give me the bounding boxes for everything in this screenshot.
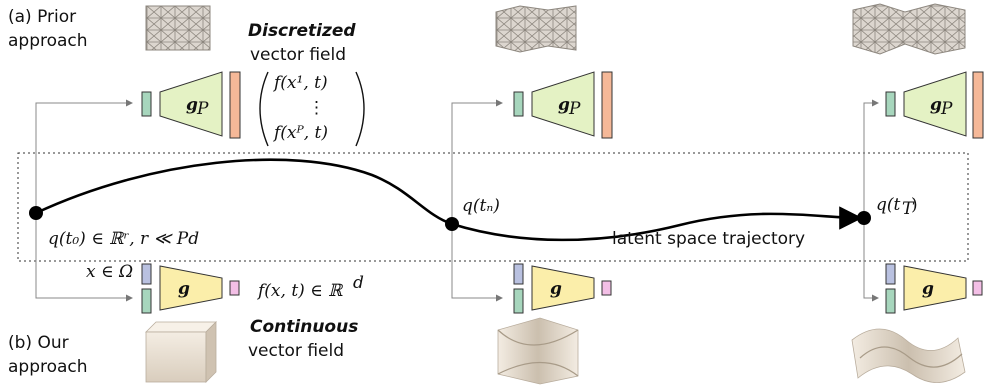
- decoder-label: g: [186, 95, 198, 115]
- connector-qn-ours: [451, 224, 503, 302]
- input-coord-box: [885, 263, 896, 285]
- latent-point-qn: [445, 217, 459, 231]
- connector-qT-prior: [863, 99, 879, 218]
- qT-label: q(t T ): [876, 195, 918, 219]
- svg-text:f(x, t) ∈ ℝ: f(x, t) ∈ ℝ: [256, 281, 344, 301]
- ours-decoder-tT: g: [885, 263, 983, 314]
- prior-approach-label-line2: approach: [8, 31, 88, 51]
- solid-shape-t0: [145, 321, 217, 383]
- output-value-box: [601, 280, 612, 296]
- prior-decoder-tT: g P: [885, 71, 984, 139]
- discretized-vector: f(x¹, t) ⋮ f(xᴾ, t): [259, 71, 365, 147]
- ours-decoder-tn: g: [513, 263, 612, 314]
- decoder-label: g: [178, 279, 190, 299]
- our-approach-label-line1: (b) Our: [8, 333, 69, 353]
- latent-point-qT: [857, 211, 871, 225]
- decoder-trapezoid: [159, 265, 223, 311]
- decoder-trapezoid: [159, 71, 223, 137]
- decoder-subscript: P: [940, 99, 953, 119]
- latent-code-box: [513, 288, 524, 314]
- vector-entry-first: f(x¹, t): [272, 73, 328, 93]
- svg-text:T: T: [902, 199, 915, 219]
- decoder-trapezoid: [531, 71, 595, 137]
- input-domain-label: x ∈ Ω: [86, 262, 133, 282]
- solid-shape-tT: [851, 328, 966, 383]
- prior-heading-bold: Discretized: [248, 21, 356, 41]
- vector-entry-last: f(xᴾ, t): [272, 123, 328, 143]
- connector-q0-prior: [35, 99, 133, 213]
- ours-decoder-t0: g: [141, 263, 240, 314]
- output-value-box: [972, 280, 983, 296]
- decoder-subscript: P: [196, 99, 209, 119]
- prior-decoder-t0: g P: [141, 71, 241, 139]
- vector-left-paren: [259, 71, 269, 147]
- mesh-shape-t0: [145, 5, 211, 51]
- decoder-label: g: [558, 95, 570, 115]
- output-vector-box: [972, 71, 984, 139]
- svg-text:q(t: q(t: [876, 195, 901, 215]
- ours-heading-rest: vector field: [248, 341, 344, 361]
- latent-code-box: [513, 91, 524, 117]
- svg-text:d: d: [353, 273, 364, 293]
- decoder-subscript: P: [568, 99, 581, 119]
- decoder-trapezoid: [531, 265, 595, 311]
- output-vector-box: [601, 71, 613, 139]
- our-approach-label-line2: approach: [8, 357, 88, 377]
- latent-code-box: [141, 288, 152, 314]
- mesh-shape-tT: [852, 3, 966, 55]
- latent-code-box: [885, 91, 896, 117]
- latent-space-region: [17, 152, 969, 262]
- vector-dots: ⋮: [308, 98, 325, 118]
- latent-code-box: [885, 288, 896, 314]
- qn-label: q(tₙ): [462, 196, 500, 216]
- trajectory-label: latent space trajectory: [612, 229, 805, 249]
- ours-heading-bold: Continuous: [250, 317, 358, 337]
- connector-qT-ours: [863, 218, 879, 302]
- mesh-shape-tn: [495, 5, 577, 53]
- svg-text:): ): [911, 195, 918, 215]
- output-value-box: [229, 280, 240, 296]
- latent-code-box: [141, 91, 152, 117]
- solid-shape-tn: [497, 317, 579, 385]
- connector-qn-prior: [451, 99, 503, 224]
- decoder-trapezoid: [903, 71, 967, 137]
- connector-q0-ours: [35, 213, 133, 302]
- prior-decoder-tn: g P: [513, 71, 613, 139]
- decoder-trapezoid: [903, 265, 967, 311]
- prior-heading-rest: vector field: [250, 45, 346, 65]
- prior-approach-label-line1: (a) Prior: [8, 7, 76, 27]
- q0-label: q(t₀) ∈ ℝʳ, r ≪ Pd: [48, 229, 199, 249]
- input-coord-box: [513, 263, 524, 285]
- output-vector-box: [229, 71, 241, 139]
- vector-right-paren: [355, 71, 365, 147]
- latent-point-q0: [29, 206, 43, 220]
- output-field-label: f(x, t) ∈ ℝ d: [256, 273, 364, 301]
- decoder-label: g: [550, 279, 562, 299]
- decoder-label: g: [922, 279, 934, 299]
- input-coord-box: [141, 263, 152, 285]
- decoder-label: g: [930, 95, 942, 115]
